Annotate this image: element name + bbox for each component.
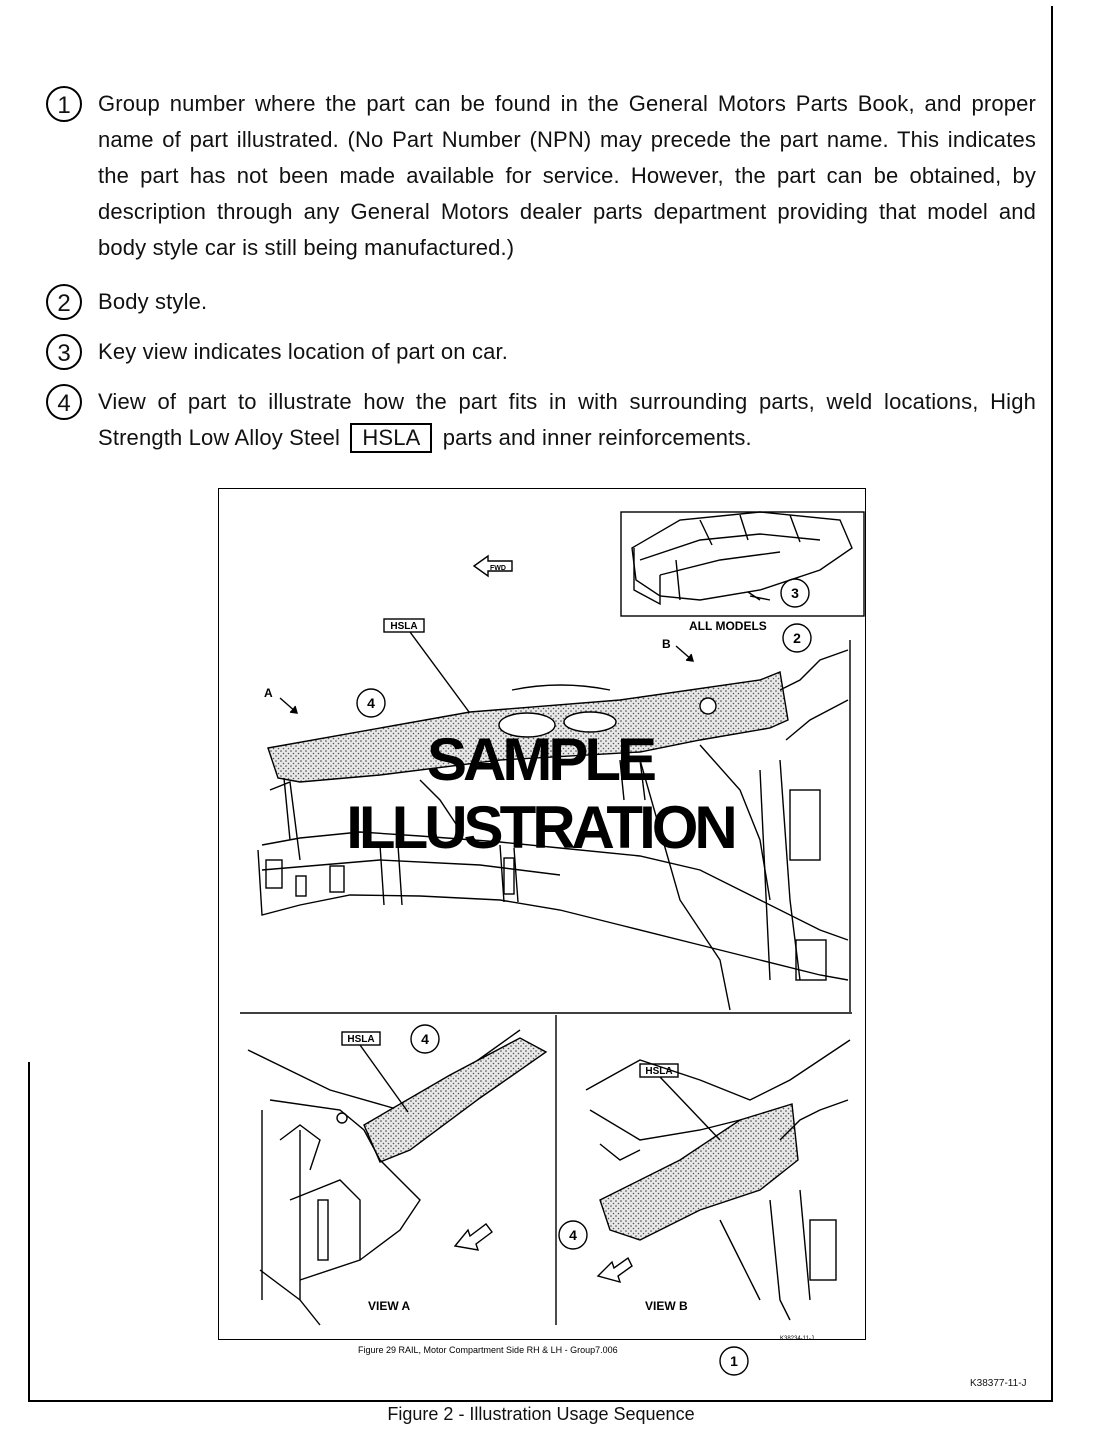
fwd-label-main: FWD: [490, 565, 506, 572]
callout-4-a-text: 4: [421, 1031, 429, 1047]
figure-title: Figure 2 - Illustration Usage Sequence: [387, 1404, 695, 1424]
view-a-label: VIEW A: [368, 1299, 411, 1313]
legend-text: View of part to illustrate how the part …: [98, 384, 1036, 456]
illustration-frame: [218, 488, 866, 1340]
callout-number: 2: [46, 284, 82, 320]
hsla-tag-a: [341, 1031, 381, 1046]
legend-item-3: 3 Key view indicates location of part on…: [46, 334, 1036, 370]
callout-1-text: 1: [730, 1353, 738, 1369]
view-a-marker: A: [264, 686, 273, 700]
callout-number: 1: [46, 86, 82, 122]
watermark-line-2: ILLUSTRATION: [346, 794, 738, 861]
view-b-marker: B: [662, 637, 671, 651]
legend-item-2: 2 Body style.: [46, 284, 1036, 320]
legend-item-1: 1 Group number where the part can be fou…: [46, 86, 1036, 266]
callout-3-key: [780, 578, 810, 608]
legend-text: Key view indicates location of part on c…: [98, 339, 509, 364]
figure-caption: Figure 29 RAIL, Motor Compartment Side R…: [358, 1345, 618, 1355]
legend-text: Body style.: [98, 289, 208, 314]
legend-text: Group number where the part can be found…: [98, 91, 1036, 260]
callout-4-main: [356, 688, 386, 718]
view-a-rail: [363, 1037, 548, 1163]
fwd-arrow-view-b: [596, 1256, 633, 1284]
hsla-label-main: HSLA: [390, 621, 417, 632]
fwd-arrow-main: [472, 554, 513, 578]
legend-text-before: View of part to illustrate how the part …: [98, 389, 1036, 450]
key-view-box: [620, 511, 865, 617]
hsla-tag-b: [639, 1063, 679, 1078]
page-border-right: [1051, 6, 1053, 1402]
legend-text-after: parts and inner reinforcements.: [442, 425, 752, 450]
page-code: K38377-11-J: [970, 1378, 1027, 1389]
callout-number: 4: [46, 384, 82, 420]
callout-1-caption: [719, 1346, 749, 1376]
callout-4-view-b: [558, 1220, 588, 1250]
callout-4-main-text: 4: [367, 695, 375, 711]
hsla-tag-main: [383, 618, 425, 633]
all-models-label: ALL MODELS: [689, 619, 767, 633]
hsla-label-b: HSLA: [645, 1066, 672, 1077]
fwd-arrow-view-a: [453, 1223, 493, 1251]
page-border-bottom: [28, 1400, 1053, 1402]
hsla-label-a: HSLA: [347, 1034, 374, 1045]
view-b-rail: [599, 1103, 799, 1241]
legend-item-4: 4 View of part to illustrate how the par…: [46, 384, 1036, 456]
callout-2-main: [782, 623, 812, 653]
callout-2-text: 2: [793, 630, 801, 646]
art-code: K38234-11-J: [780, 1336, 814, 1342]
hsla-box: HSLA: [350, 423, 433, 453]
callout-4-view-a: [410, 1024, 440, 1054]
view-b-label: VIEW B: [645, 1299, 688, 1313]
page-border-left: [28, 1062, 30, 1402]
car-body-sketch: [631, 511, 853, 601]
callout-number: 3: [46, 334, 82, 370]
callout-4-b-text: 4: [569, 1227, 577, 1243]
watermark-line-1: SAMPLE: [426, 726, 657, 793]
callout-3-text: 3: [791, 585, 799, 601]
